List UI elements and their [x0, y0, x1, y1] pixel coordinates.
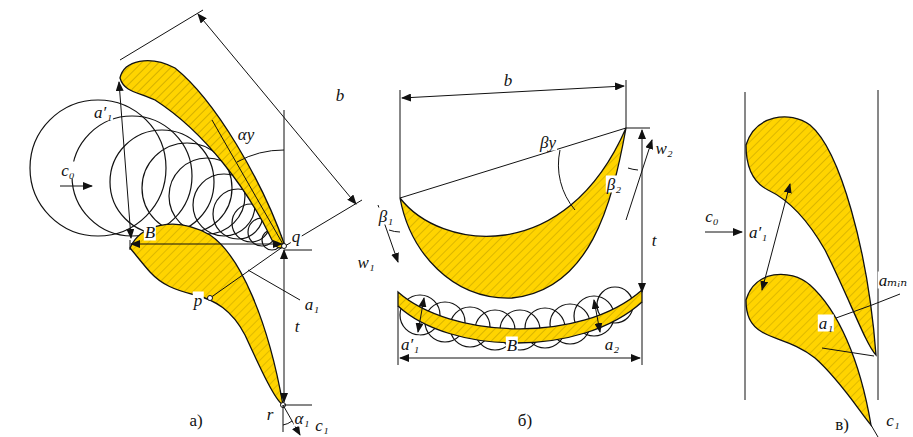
point-label: q: [291, 228, 302, 245]
panel-label: б): [517, 412, 533, 429]
throat-label: a′₁: [748, 224, 768, 241]
throat-label: a′₁: [400, 336, 420, 353]
flow-label: w₁: [356, 254, 375, 271]
flow-label: c₁: [314, 416, 329, 433]
throat-label: a₂: [604, 336, 620, 353]
throat-label: a′₁: [93, 104, 113, 121]
throat-label: a₁: [304, 296, 320, 313]
point-label: p: [193, 292, 204, 309]
flow-label: c₀: [704, 208, 719, 225]
throat-label: aₘᵢₙ: [878, 272, 909, 289]
panel-label: а): [188, 412, 203, 429]
dimension-label: B: [144, 224, 156, 241]
angle-label: βу: [539, 134, 557, 151]
pitch-label: t: [294, 318, 301, 335]
flow-label: c₁: [885, 412, 900, 429]
angle-label: β₁: [378, 208, 394, 225]
angle-label: αу: [237, 126, 255, 143]
flow-label: w₂: [654, 140, 673, 157]
angle-label: β₂: [606, 176, 622, 193]
flow-label: c₀: [60, 162, 75, 179]
dimension-label: B: [506, 337, 518, 354]
point-label: r: [266, 406, 275, 423]
dimension-label: b: [335, 87, 346, 104]
panel-label: в): [834, 416, 850, 433]
angle-label: α₁: [294, 410, 311, 427]
throat-label: a₁: [818, 315, 834, 332]
dimension-label: b: [503, 72, 514, 89]
pitch-label: t: [651, 232, 658, 249]
